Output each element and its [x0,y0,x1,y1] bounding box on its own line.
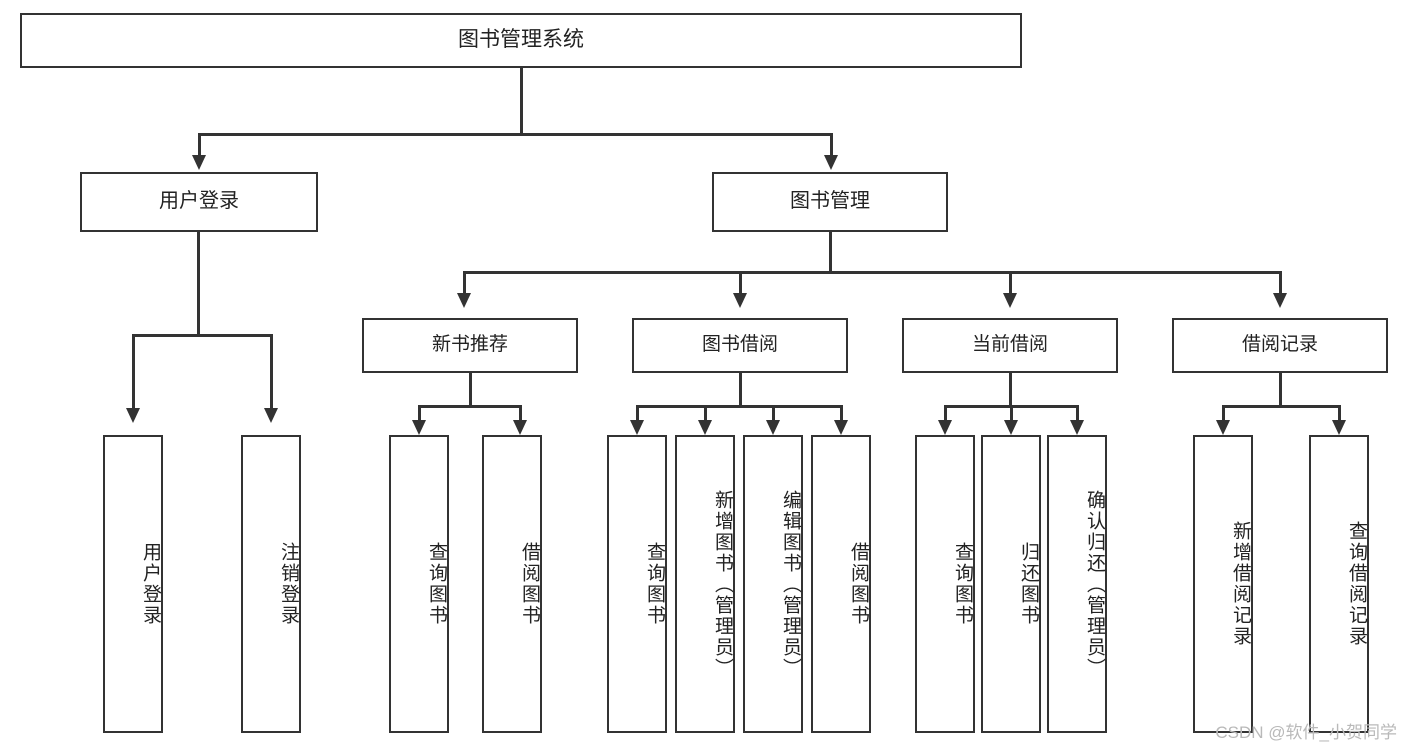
connector-bb-leaf-3 [772,405,775,423]
leaf-logout-label: 注销登录 [278,542,299,626]
leaf-borrow-book-1-label: 借阅图书 [519,542,540,626]
leaf-return-book[interactable]: 归还图书 [981,435,1041,733]
leaf-query-book-2-label: 查询图书 [644,542,665,626]
connector-to-book-manage [830,133,833,157]
leaf-add-book[interactable]: 新增图书（管理员） [675,435,735,733]
connector-bb-leaf-2 [704,405,707,423]
connector-book-manage-stem [829,232,832,274]
leaf-query-book-3-label: 查询图书 [952,542,973,626]
connector-user-login-stem [197,232,200,336]
connector-to-borrow-record [1279,271,1282,295]
leaf-confirm-return[interactable]: 确认归还（管理员） [1047,435,1107,733]
node-root[interactable]: 图书管理系统 [20,13,1022,68]
leaf-borrow-book-2[interactable]: 借阅图书 [811,435,871,733]
leaf-user-login[interactable]: 用户登录 [103,435,163,733]
connector-new-book-recommend-bus [418,405,521,408]
connector-book-manage-bus [463,271,1279,274]
connector-to-book-borrow [739,271,742,295]
leaf-return-book-label: 归还图书 [1018,542,1039,626]
leaf-confirm-return-label: 确认归还（管理员） [1084,489,1105,679]
node-book-borrow[interactable]: 图书借阅 [632,318,848,373]
node-new-book-recommend[interactable]: 新书推荐 [362,318,578,373]
arrow-bb-leaf-2 [698,420,712,435]
arrow-to-user-login [192,155,206,170]
node-user-login[interactable]: 用户登录 [80,172,318,232]
connector-bb-leaf-1 [636,405,639,423]
leaf-query-book-2[interactable]: 查询图书 [607,435,667,733]
arrow-br-leaf-2 [1332,420,1346,435]
arrow-to-new-book-recommend [457,293,471,308]
leaf-borrow-book-2-label: 借阅图书 [848,542,869,626]
connector-to-user-login [198,133,201,157]
leaf-edit-book-label: 编辑图书（管理员） [780,489,801,679]
arrow-nbr-leaf-1 [412,420,426,435]
node-borrow-record-label: 借阅记录 [1241,334,1318,356]
arrow-to-book-manage [824,155,838,170]
arrow-to-current-borrow [1003,293,1017,308]
connector-book-borrow-bus [636,405,842,408]
leaf-add-book-label: 新增图书（管理员） [712,489,733,679]
arrow-nbr-leaf-2 [513,420,527,435]
arrow-cb-leaf-2 [1004,420,1018,435]
connector-new-book-recommend-stem [469,373,472,407]
connector-current-borrow-stem [1009,373,1012,407]
connector-br-leaf-2 [1338,405,1341,423]
leaf-query-record-label: 查询借阅记录 [1346,521,1367,647]
connector-cb-leaf-1 [944,405,947,423]
leaf-user-login-label: 用户登录 [140,542,161,626]
node-root-label: 图书管理系统 [458,28,584,52]
connector-borrow-record-stem [1279,373,1282,407]
connector-to-current-borrow [1009,271,1012,295]
connector-user-login-leaf-2 [270,334,273,410]
leaf-query-book-1-label: 查询图书 [426,542,447,626]
arrow-user-login-leaf-2 [264,408,278,423]
leaf-query-book-3[interactable]: 查询图书 [915,435,975,733]
arrow-bb-leaf-3 [766,420,780,435]
arrow-br-leaf-1 [1216,420,1230,435]
node-book-manage[interactable]: 图书管理 [712,172,948,232]
arrow-user-login-leaf-1 [126,408,140,423]
connector-bb-leaf-4 [840,405,843,423]
arrow-bb-leaf-1 [630,420,644,435]
arrow-cb-leaf-3 [1070,420,1084,435]
connector-br-leaf-1 [1222,405,1225,423]
node-current-borrow[interactable]: 当前借阅 [902,318,1118,373]
connector-root-bus [198,133,832,136]
connector-nbr-leaf-2 [519,405,522,423]
arrow-cb-leaf-1 [938,420,952,435]
arrow-to-book-borrow [733,293,747,308]
leaf-add-record-label: 新增借阅记录 [1230,521,1251,647]
connector-book-borrow-stem [739,373,742,407]
connector-nbr-leaf-1 [418,405,421,423]
node-book-manage-label: 图书管理 [790,190,870,213]
arrow-bb-leaf-4 [834,420,848,435]
connector-user-login-bus [132,334,272,337]
connector-to-new-book-recommend [463,271,466,295]
watermark: CSDN @软件_小贺同学 [1215,723,1397,742]
connector-root-stem [520,68,523,134]
connector-user-login-leaf-1 [132,334,135,410]
connector-borrow-record-bus [1222,405,1340,408]
node-current-borrow-label: 当前借阅 [971,334,1048,356]
leaf-query-record[interactable]: 查询借阅记录 [1309,435,1369,733]
connector-cb-leaf-3 [1076,405,1079,423]
leaf-logout[interactable]: 注销登录 [241,435,301,733]
leaf-borrow-book-1[interactable]: 借阅图书 [482,435,542,733]
node-book-borrow-label: 图书借阅 [701,334,778,356]
connector-cb-leaf-2 [1010,405,1013,423]
leaf-edit-book[interactable]: 编辑图书（管理员） [743,435,803,733]
node-user-login-label: 用户登录 [159,190,239,213]
arrow-to-borrow-record [1273,293,1287,308]
leaf-query-book-1[interactable]: 查询图书 [389,435,449,733]
leaf-add-record[interactable]: 新增借阅记录 [1193,435,1253,733]
node-new-book-recommend-label: 新书推荐 [431,334,508,356]
node-borrow-record[interactable]: 借阅记录 [1172,318,1388,373]
